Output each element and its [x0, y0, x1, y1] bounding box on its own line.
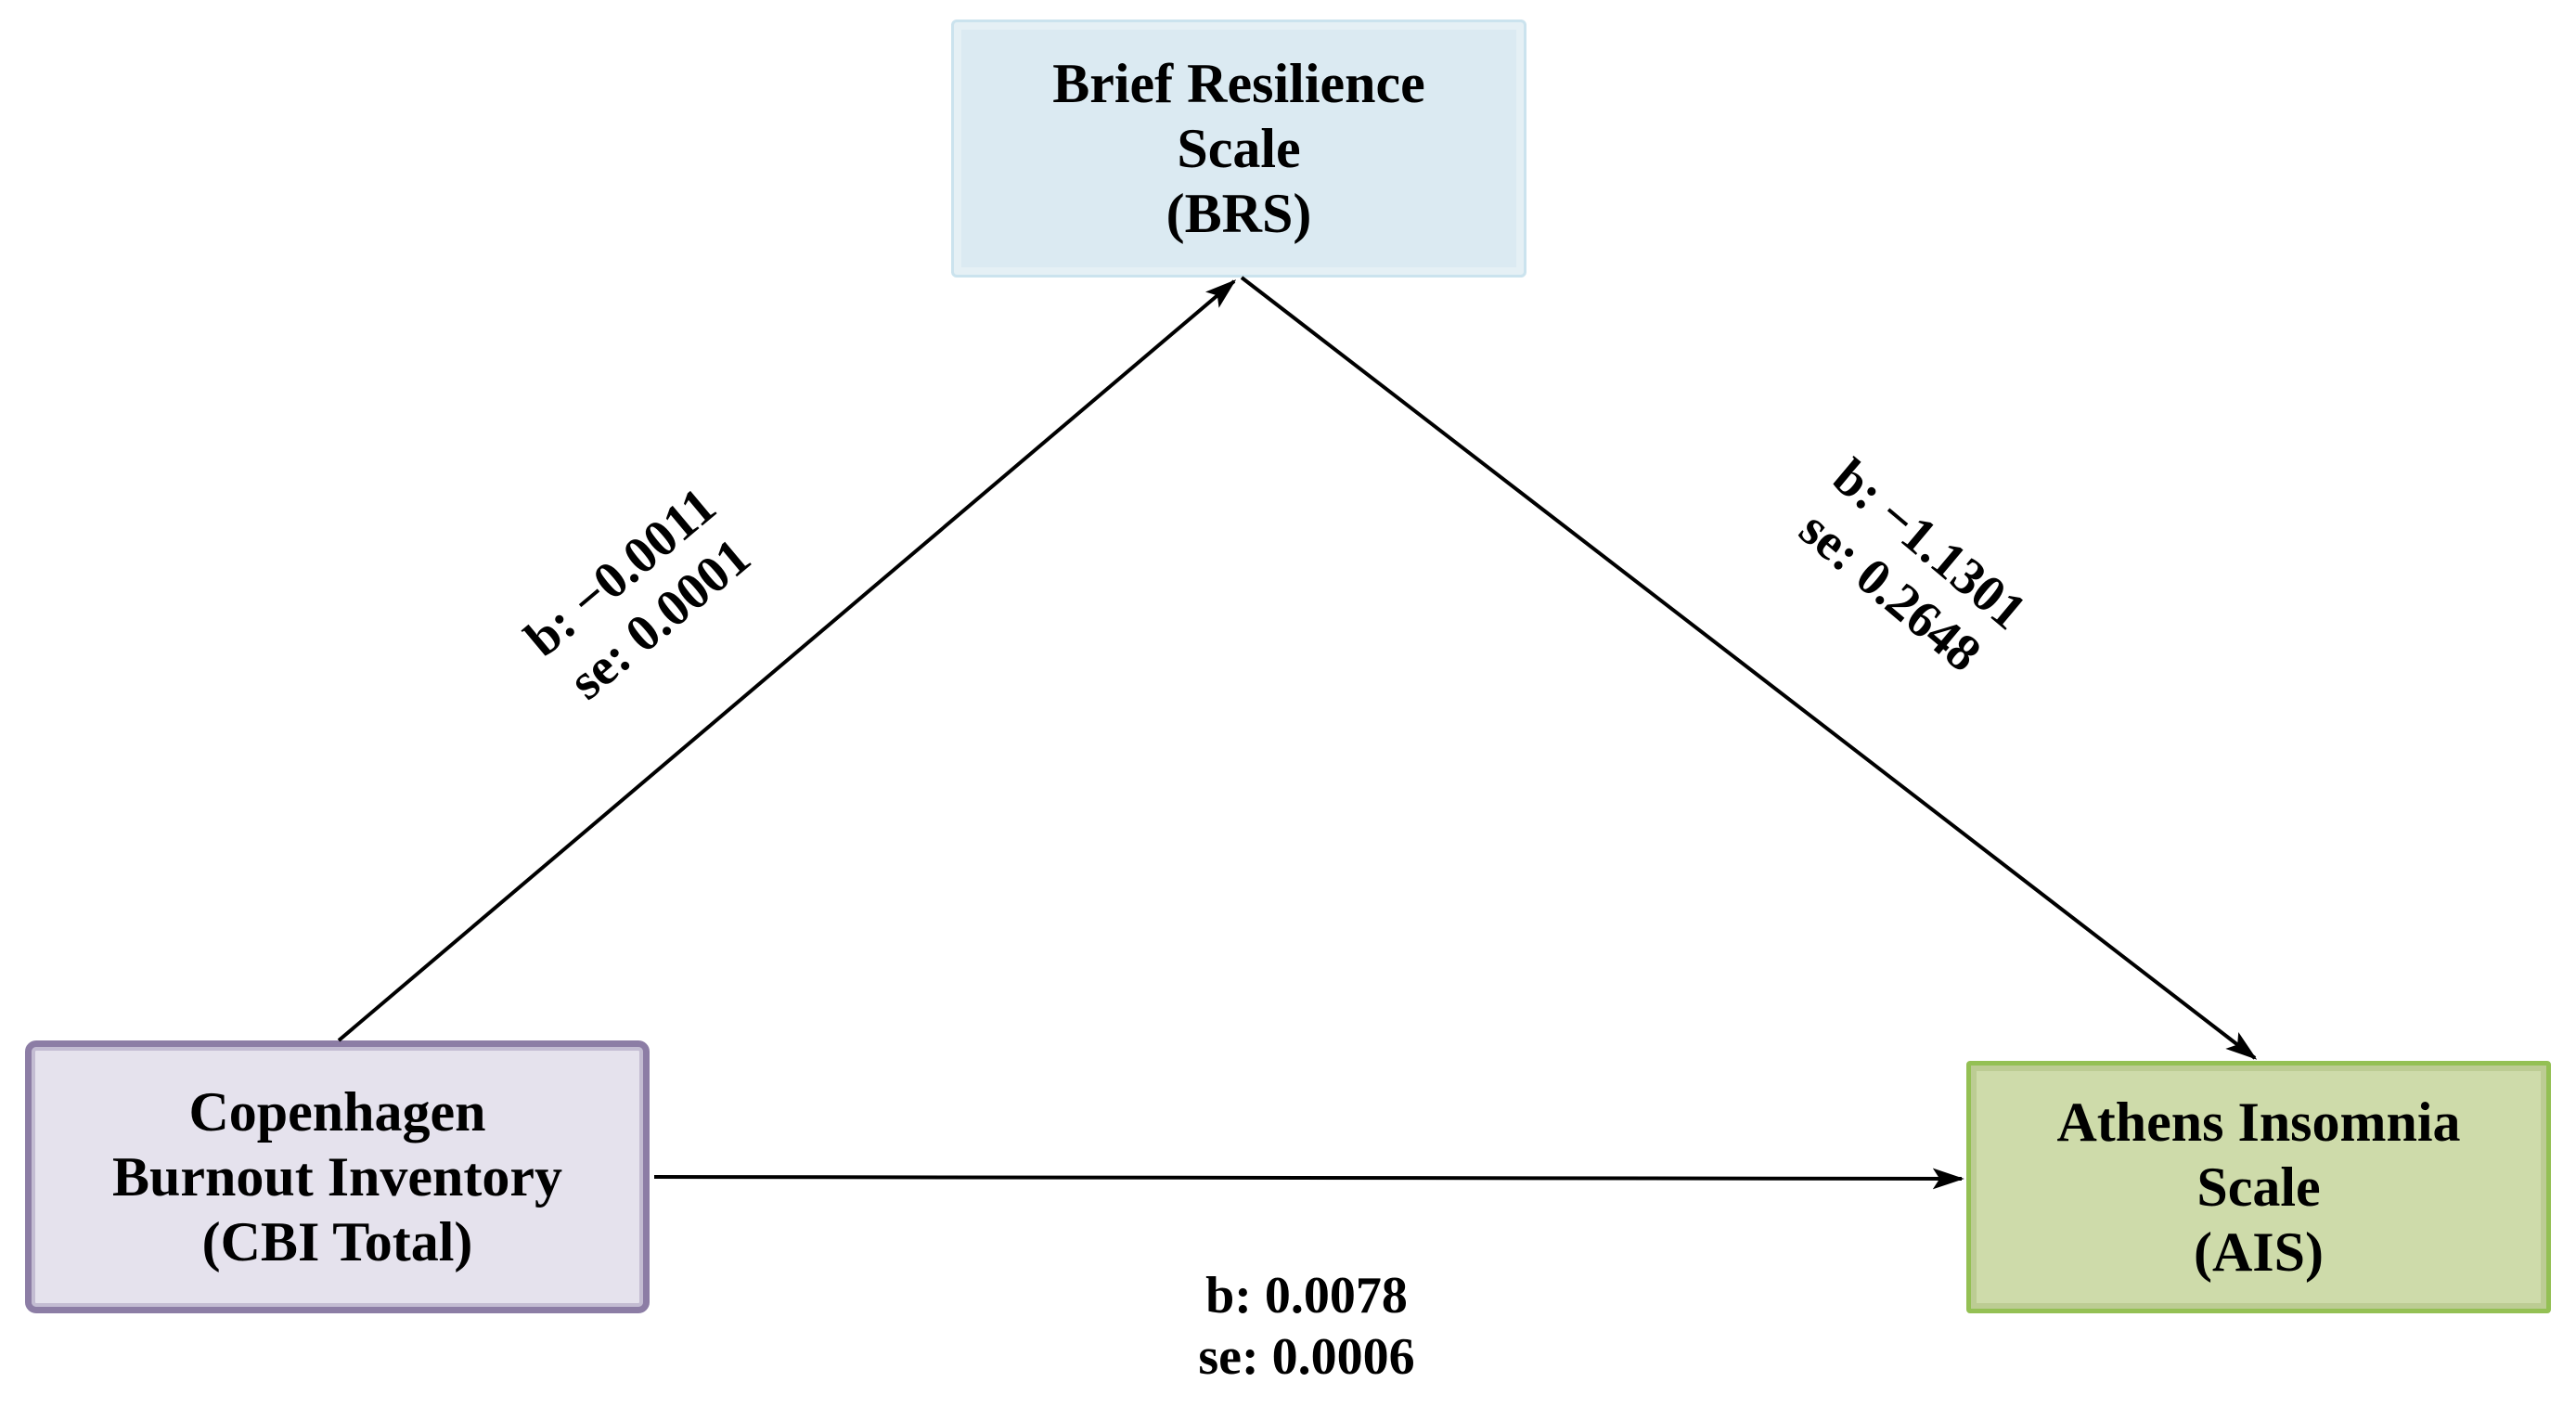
- node-label-line: Burnout Inventory: [111, 1146, 563, 1208]
- node-label-line: (CBI Total): [201, 1211, 473, 1272]
- node-label-line: Copenhagen: [188, 1081, 486, 1143]
- node-label-line: Scale: [2196, 1156, 2321, 1218]
- node-copenhagen-burnout-inventory: Copenhagen Burnout Inventory (CBI Total): [25, 1040, 650, 1313]
- path-c-se-value: se: 0.0006: [1198, 1328, 1415, 1386]
- path-a-coefficient-label: b: −0.0011 se: 0.0001: [513, 475, 767, 717]
- path-c-coefficient-label: b: 0.0078 se: 0.0006: [1198, 1265, 1414, 1388]
- node-label-line: Scale: [1177, 118, 1301, 179]
- path-c-b-value: b: 0.0078: [1205, 1267, 1408, 1324]
- arrow-cbi-to-ais: [653, 1168, 1964, 1190]
- node-label-line: Brief Resilience: [1052, 53, 1425, 114]
- node-athens-insomnia-scale: Athens Insomnia Scale (AIS): [1966, 1061, 2551, 1313]
- node-label-line: Athens Insomnia: [2056, 1092, 2461, 1153]
- node-label-line: (BRS): [1166, 183, 1312, 244]
- node-brief-resilience-scale: Brief Resilience Scale (BRS): [951, 19, 1526, 278]
- path-b-coefficient-label: b: −1.1301 se: 0.2648: [1782, 446, 2038, 690]
- arrow-brs-to-ais: [1240, 276, 2258, 1060]
- arrow-cbi-to-brs: [337, 279, 1237, 1042]
- node-label-line: (AIS): [2193, 1221, 2324, 1283]
